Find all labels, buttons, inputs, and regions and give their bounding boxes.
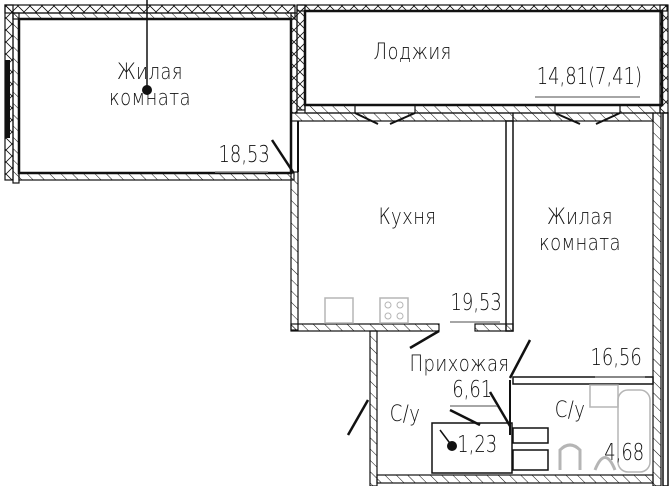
room-area-living-room-2: 16,56 — [590, 345, 642, 371]
room-label-living-room-1: Жилая комната — [105, 60, 195, 113]
room-name-line2: комната — [538, 231, 622, 257]
room-area-bathroom-2: 4,68 — [604, 440, 644, 466]
room-name-line2: комната — [108, 86, 192, 112]
room-area-bathroom-1: 1,23 — [457, 432, 497, 458]
hallway-walls — [346, 329, 654, 486]
room-label-loggia: Лоджия — [373, 40, 452, 65]
room-label-kitchen: Кухня — [378, 205, 437, 230]
room-name-line1: Жилая — [547, 205, 613, 230]
room-name-line1: Жилая — [117, 60, 183, 85]
room-area-hallway: 6,61 — [452, 377, 492, 403]
kitchen-walls — [270, 112, 514, 332]
room-area-loggia: 14,81(7,41) — [536, 64, 642, 90]
room-area-kitchen: 19,53 — [450, 290, 502, 316]
room-label-bathroom-1: С/у — [389, 402, 421, 427]
room-label-bathroom-2: С/у — [554, 398, 586, 423]
living-room-2-walls — [508, 112, 669, 486]
pendant-dot — [142, 85, 152, 95]
room-label-living-room-2: Жилая комната — [535, 205, 625, 258]
room-area-living-room-1: 18,53 — [218, 142, 270, 168]
room-label-hallway: Прихожая — [409, 352, 510, 377]
